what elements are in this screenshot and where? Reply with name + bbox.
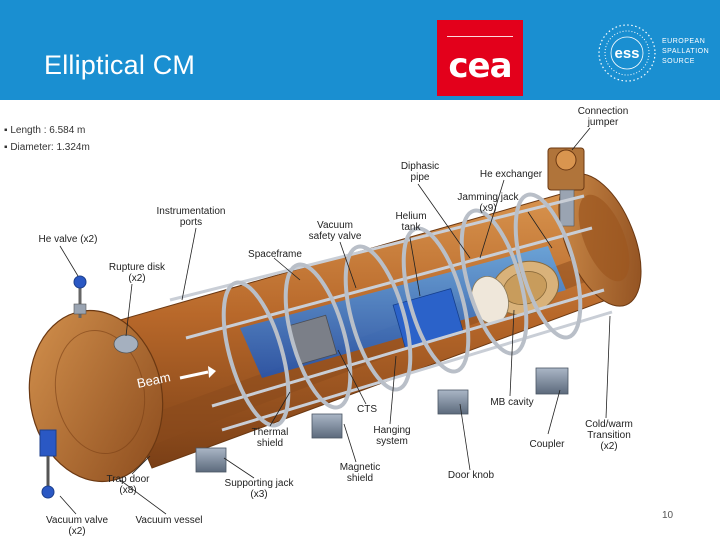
header-strip (30, 100, 642, 112)
label-vacuum-safety-valve: Vacuum safety valve (308, 220, 362, 242)
connection-jumper-part (547, 147, 585, 227)
ess-logo-mark: ess (614, 45, 639, 62)
ess-logo-text: EUROPEAN SPALLATION SOURCE (662, 37, 709, 67)
label-vacuum-vessel: Vacuum vessel (135, 515, 203, 526)
cea-logo-rule (447, 36, 513, 37)
ess-line-1: EUROPEAN (662, 38, 706, 45)
beam-indicator: Beam (136, 366, 216, 391)
he-valve-part (73, 275, 87, 318)
cea-logo: cea (437, 20, 523, 96)
label-cts: CTS (357, 404, 377, 415)
page-number: 10 (662, 510, 674, 521)
label-door-knob: Door knob (447, 470, 495, 481)
ess-logo-icon: ess (598, 24, 656, 82)
slide-header: Elliptical CM cea ess EUROPEAN SPALLATIO… (0, 0, 720, 100)
label-magnetic-shield: Magnetic shield (339, 462, 381, 484)
label-instrumentation-ports: Instrumentation ports (156, 206, 226, 228)
cryomodule-diagram: Beam (28, 127, 642, 515)
far-end-cap-inner (578, 194, 630, 282)
label-he-exchanger: He exchanger (479, 169, 543, 180)
label-spaceframe: Spaceframe (248, 249, 302, 260)
ess-line-2: SPALLATION (662, 48, 710, 55)
label-rupture-disk: Rupture disk (x2) (108, 262, 166, 284)
bullet-diameter-text: Diameter: 1.324m (10, 142, 90, 153)
cea-logo-text: cea (448, 46, 512, 86)
ess-line-3: SOURCE (662, 58, 695, 65)
thermal-shield-rings (221, 192, 583, 428)
label-vacuum-valve: Vacuum valve (x2) (45, 515, 109, 537)
label-cold-warm-transition: Cold/warm Transition (x2) (585, 419, 633, 452)
label-jamming-jack: Jamming jack (x9) (457, 192, 519, 214)
label-coupler: Coupler (529, 439, 565, 450)
label-trap-door: Trap door (x8) (106, 474, 150, 496)
slide-title: Elliptical CM (44, 50, 196, 80)
label-helium-tank: Helium tank (395, 211, 427, 233)
leader-lines (59, 127, 611, 515)
bullet-length: ▪ Length : 6.584 m (4, 125, 86, 136)
label-thermal-shield: Thermal shield (251, 427, 289, 449)
near-end-cap (28, 309, 164, 483)
beam-text: Beam (136, 369, 172, 391)
label-mb-cavity: MB cavity (490, 397, 534, 408)
label-supporting-jack: Supporting jack (x3) (224, 478, 294, 500)
supporting-jacks (195, 367, 569, 473)
bullet-diameter: ▪ Diameter: 1.324m (4, 142, 90, 153)
rupture-disk-part (113, 334, 139, 354)
spec-bullets: ▪ Length : 6.584 m ▪ Diameter: 1.324m (4, 122, 90, 156)
label-hanging-system: Hanging system (373, 425, 411, 447)
label-connection-jumper: Connection jumper (577, 106, 629, 128)
label-he-valve: He valve (x2) (38, 234, 98, 245)
vacuum-valve-part (39, 429, 57, 499)
label-diphasic-pipe: Diphasic pipe (400, 161, 440, 183)
bullet-length-text: Length : 6.584 m (10, 125, 86, 136)
